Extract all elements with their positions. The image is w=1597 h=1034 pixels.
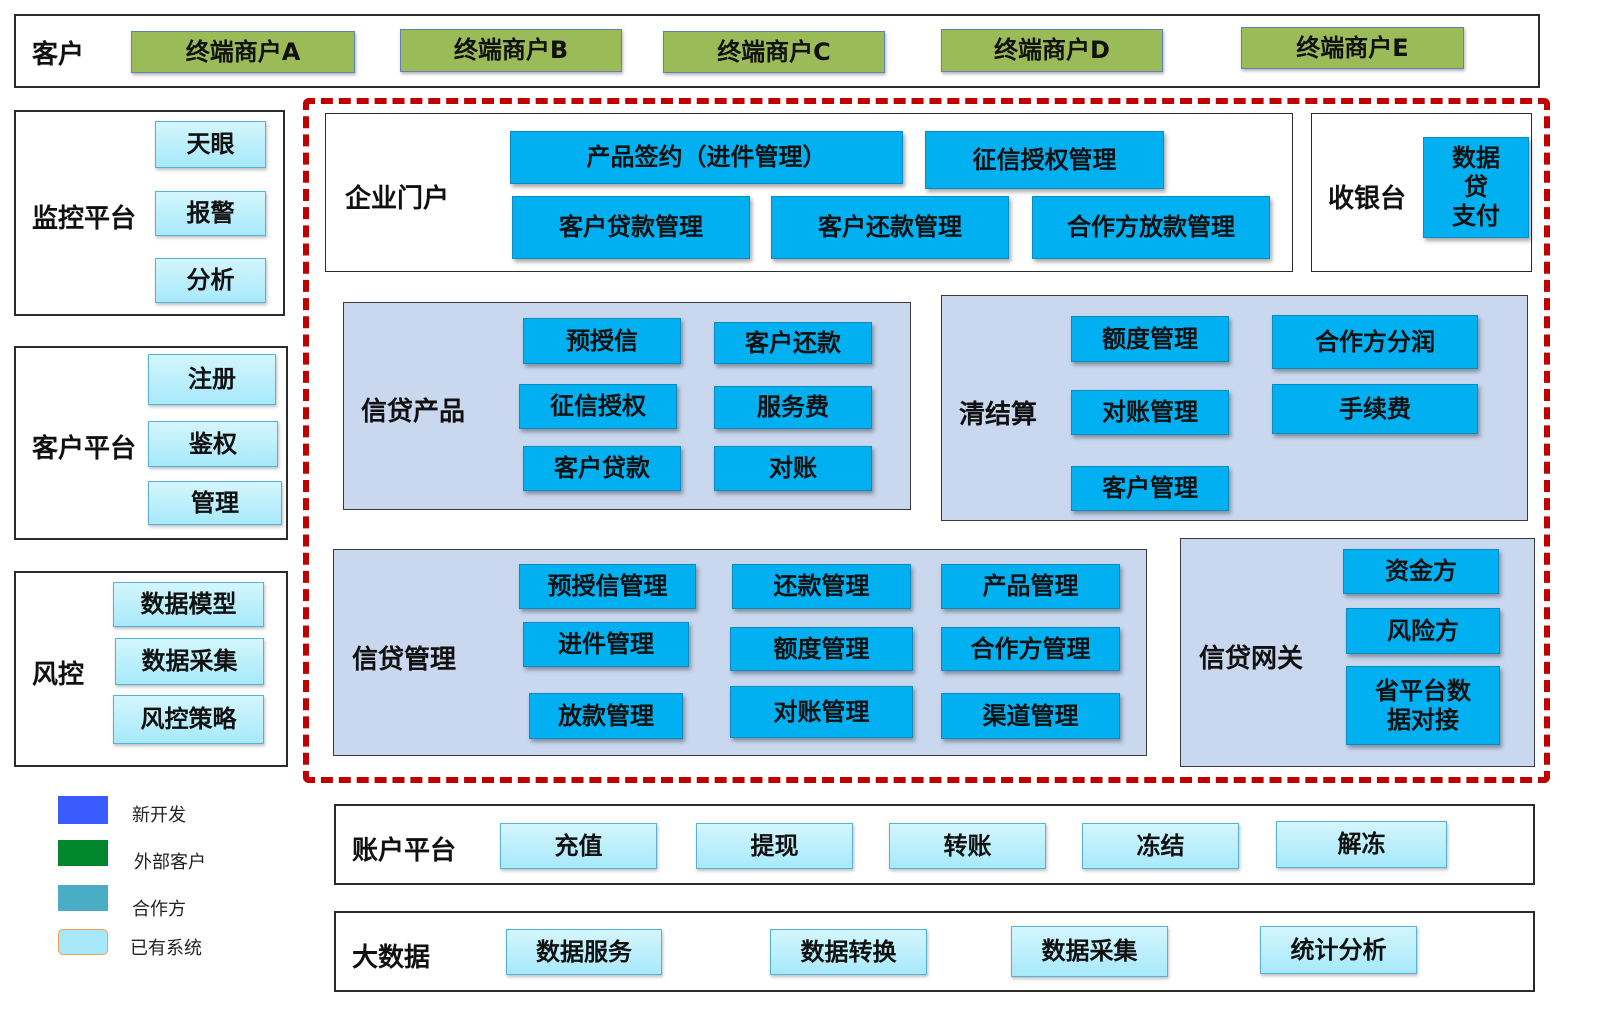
cp-product-reconcile: 对账 xyxy=(714,446,872,491)
account-item-freeze: 冻结 xyxy=(1082,823,1239,869)
credit-mgmt-label: 信贷管理 xyxy=(352,645,457,675)
legend-label-new: 新开发 xyxy=(132,805,186,826)
cp-product-repay: 客户还款 xyxy=(714,322,872,364)
account-item-recharge: 充值 xyxy=(500,823,657,869)
bigdata-item-stats: 统计分析 xyxy=(1260,926,1417,974)
cm-item-pre-credit: 预授信管理 xyxy=(519,564,696,609)
clearing-item-quota: 额度管理 xyxy=(1071,316,1229,362)
ep-item-repay: 客户还款管理 xyxy=(771,196,1009,259)
enterprise-portal-label: 企业门户 xyxy=(345,184,450,214)
cm-item-partner: 合作方管理 xyxy=(941,627,1120,671)
cp-item-auth: 鉴权 xyxy=(148,421,278,467)
cp-product-loan: 客户贷款 xyxy=(523,446,681,491)
customer-label: 客户 xyxy=(32,40,85,70)
cp-product-pre-credit: 预授信 xyxy=(523,318,681,364)
clearing-label: 清结算 xyxy=(959,400,1038,430)
monitor-item-alarm: 报警 xyxy=(155,191,266,236)
cm-item-reconcile: 对账管理 xyxy=(730,686,913,738)
bigdata-item-collect: 数据采集 xyxy=(1011,926,1168,977)
bigdata-label: 大数据 xyxy=(352,943,431,973)
risk-item-collect: 数据采集 xyxy=(115,638,264,685)
cp-product-credit-auth: 征信授权 xyxy=(519,384,677,429)
cm-item-repay: 还款管理 xyxy=(732,564,911,609)
bigdata-item-transform: 数据转换 xyxy=(770,929,927,975)
clearing-item-customer: 客户管理 xyxy=(1071,466,1229,511)
gateway-item-province-text: 省平台数 据对接 xyxy=(1375,676,1471,734)
risk-item-model: 数据模型 xyxy=(113,582,264,627)
gateway-item-funder: 资金方 xyxy=(1343,549,1499,594)
merchant-c: 终端商户C xyxy=(663,31,885,73)
cm-item-quota: 额度管理 xyxy=(730,627,913,671)
new-development-boundary xyxy=(303,98,1550,783)
ep-item-partner-loan: 合作方放款管理 xyxy=(1032,196,1270,259)
cp-item-register: 注册 xyxy=(148,354,276,405)
account-item-withdraw: 提现 xyxy=(696,823,853,869)
customer-platform-label: 客户平台 xyxy=(32,434,137,464)
legend-label-partner: 合作方 xyxy=(132,899,186,920)
cp-product-service-fee: 服务费 xyxy=(714,386,872,429)
cp-item-manage: 管理 xyxy=(148,481,282,525)
cm-item-product: 产品管理 xyxy=(941,564,1120,609)
gateway-item-risk: 风险方 xyxy=(1346,608,1500,654)
gateway-item-province: 省平台数 据对接 xyxy=(1346,666,1500,745)
legend-swatch-existing xyxy=(58,929,108,955)
cm-item-disbursement: 放款管理 xyxy=(529,693,683,739)
cashier-item-text: 数据 贷 支付 xyxy=(1452,144,1500,230)
clearing-item-fee: 手续费 xyxy=(1272,384,1478,434)
cm-item-channel: 渠道管理 xyxy=(941,693,1120,739)
cashier-item-pay: 数据 贷 支付 xyxy=(1423,137,1529,238)
cashier-label: 收银台 xyxy=(1328,184,1407,214)
legend-swatch-external xyxy=(58,840,108,866)
monitor-label: 监控平台 xyxy=(32,204,137,234)
ep-item-product-sign: 产品签约（进件管理） xyxy=(510,131,903,184)
merchant-b: 终端商户B xyxy=(400,29,622,72)
risk-label: 风控 xyxy=(32,660,85,690)
monitor-item-tianyan: 天眼 xyxy=(155,121,266,168)
account-item-unfreeze: 解冻 xyxy=(1276,821,1447,868)
risk-item-strategy: 风控策略 xyxy=(113,695,264,744)
account-platform-label: 账户平台 xyxy=(352,836,457,866)
merchant-e: 终端商户E xyxy=(1241,27,1464,69)
credit-product-label: 信贷产品 xyxy=(361,397,466,427)
bigdata-item-service: 数据服务 xyxy=(506,929,662,975)
merchant-d: 终端商户D xyxy=(941,29,1163,72)
account-item-transfer: 转账 xyxy=(889,823,1046,869)
merchant-a: 终端商户A xyxy=(131,31,355,73)
credit-gateway-label: 信贷网关 xyxy=(1199,644,1304,674)
cm-item-application: 进件管理 xyxy=(523,622,689,667)
legend-swatch-partner xyxy=(58,885,108,911)
clearing-item-reconcile: 对账管理 xyxy=(1071,390,1229,435)
legend-swatch-new xyxy=(58,796,108,824)
ep-item-loan: 客户贷款管理 xyxy=(512,196,750,259)
clearing-item-profit-share: 合作方分润 xyxy=(1272,315,1478,369)
monitor-item-analysis: 分析 xyxy=(155,258,266,303)
legend-label-existing: 已有系统 xyxy=(130,938,202,959)
ep-item-credit-auth: 征信授权管理 xyxy=(925,131,1164,189)
legend-label-external: 外部客户 xyxy=(134,852,206,873)
